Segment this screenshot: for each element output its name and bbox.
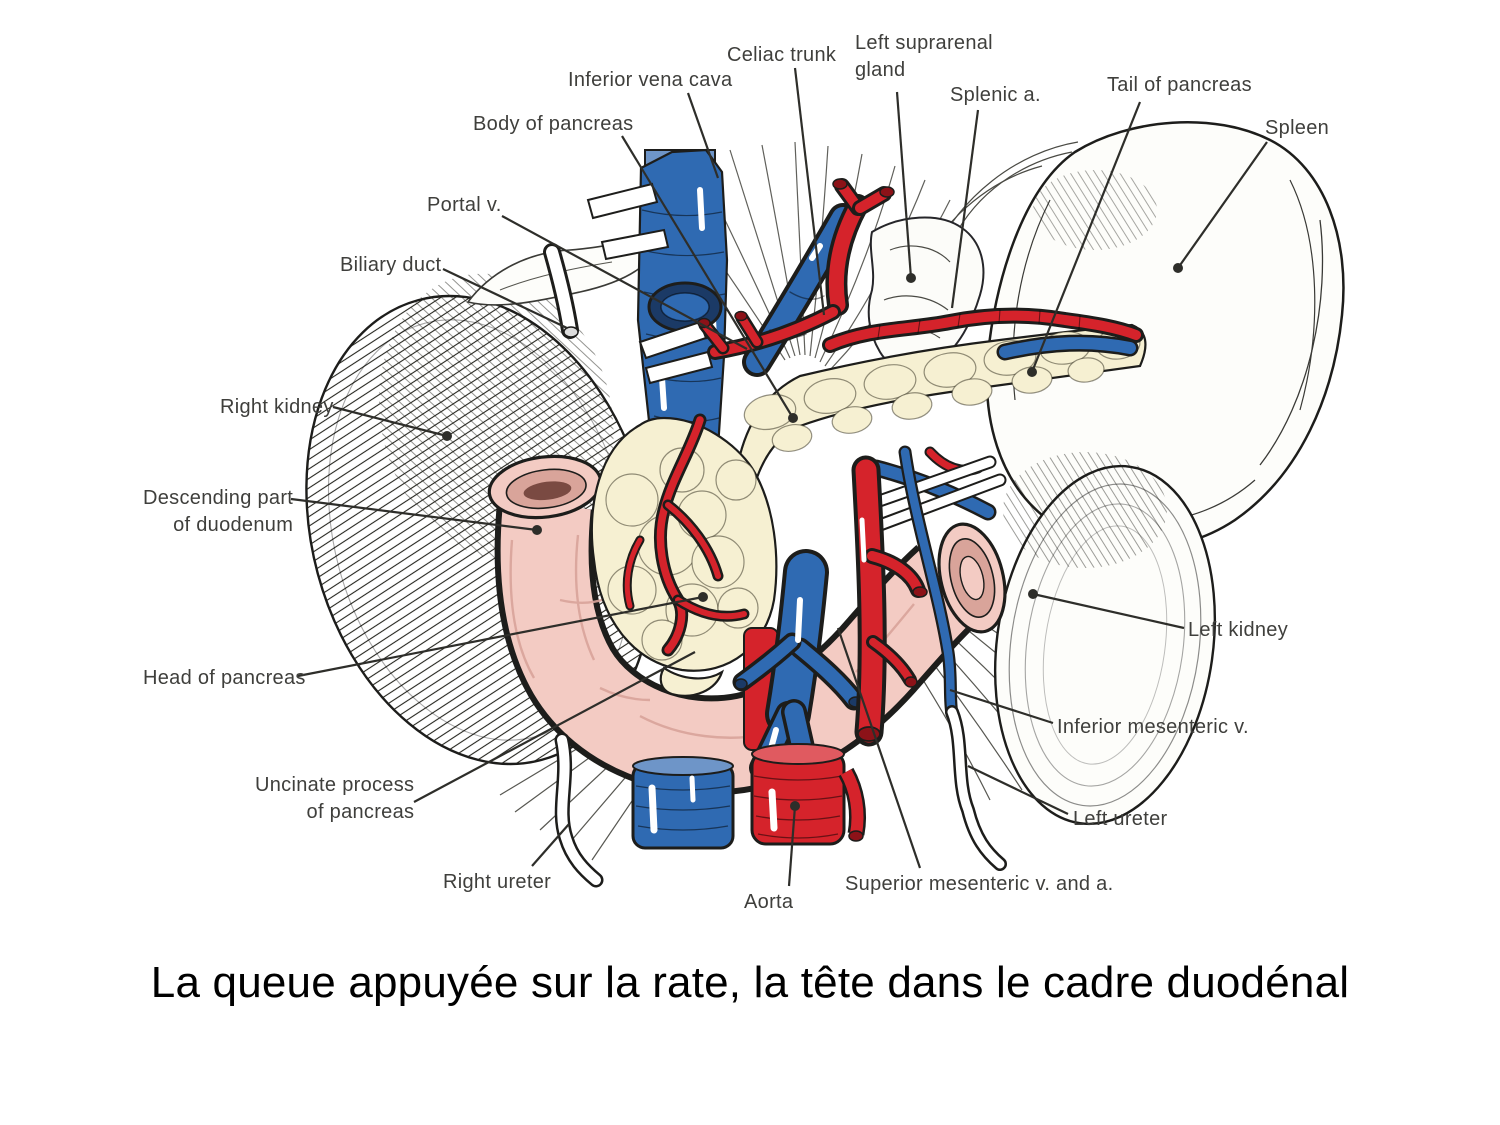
- label-left-kidney: Left kidney: [1188, 617, 1288, 644]
- label-inferior-mesenteric-v: Inferior mesenteric v.: [1057, 714, 1249, 741]
- label-superior-mesenteric-v-and-a-line: Superior mesenteric v. and a.: [845, 873, 1114, 895]
- label-left-suprarenal-gland: Left suprarenal gland: [855, 30, 993, 84]
- caption: La queue appuyée sur la rate, la tête da…: [150, 958, 1350, 1007]
- left-renal-vessels: [868, 452, 1000, 528]
- left-ureter-shape: [952, 712, 1000, 864]
- label-biliary-duct-line: Biliary duct: [340, 254, 442, 276]
- label-inferior-mesenteric-v-line: Inferior mesenteric v.: [1057, 716, 1249, 738]
- label-descending-part-of-duodenum: Descending part of duodenum: [143, 485, 293, 539]
- right-ureter-shape: [562, 740, 596, 880]
- label-left-ureter: Left ureter: [1073, 806, 1167, 833]
- label-right-ureter-line: Right ureter: [443, 871, 552, 893]
- label-head-of-pancreas: Head of pancreas: [143, 665, 306, 692]
- label-aorta-line: Aorta: [744, 891, 794, 913]
- label-aorta: Aorta: [744, 889, 793, 916]
- label-left-suprarenal-gland-line: gland: [855, 59, 906, 81]
- label-descending-part-of-duodenum-line: of duodenum: [173, 514, 294, 536]
- splenic-vein-shape: [1005, 343, 1130, 352]
- label-tail-of-pancreas-line: Tail of pancreas: [1107, 74, 1252, 96]
- celiac-trunk-shape: [833, 179, 895, 305]
- label-head-of-pancreas-line: Head of pancreas: [143, 667, 306, 689]
- label-left-suprarenal-gland-line: Left suprarenal: [855, 32, 993, 54]
- label-body-of-pancreas-line: Body of pancreas: [473, 113, 634, 135]
- label-inferior-vena-cava: Inferior vena cava: [568, 67, 732, 94]
- ivc-lower-shape: [631, 756, 735, 850]
- label-uncinate-process-of-pancreas-line: Uncinate process: [255, 774, 415, 796]
- label-spleen-line: Spleen: [1265, 117, 1330, 139]
- label-celiac-trunk-line: Celiac trunk: [727, 44, 837, 66]
- anatomy-illustration: [305, 0, 1500, 950]
- label-portal-v: Portal v.: [427, 192, 502, 219]
- label-inferior-vena-cava-line: Inferior vena cava: [568, 69, 733, 91]
- label-splenic-a-line: Splenic a.: [950, 84, 1041, 106]
- pancreas-uncinate: [661, 668, 722, 696]
- label-splenic-a: Splenic a.: [950, 82, 1041, 109]
- label-biliary-duct: Biliary duct: [340, 252, 441, 279]
- label-right-kidney: Right kidney: [220, 394, 334, 421]
- label-body-of-pancreas: Body of pancreas: [473, 111, 633, 138]
- label-celiac-trunk: Celiac trunk: [727, 42, 836, 69]
- label-tail-of-pancreas: Tail of pancreas: [1107, 72, 1252, 99]
- label-descending-part-of-duodenum-line: Descending part: [143, 487, 294, 509]
- aorta-lower-shape: [750, 743, 863, 846]
- label-right-kidney-line: Right kidney: [220, 396, 334, 418]
- label-left-ureter-line: Left ureter: [1073, 808, 1168, 830]
- label-left-kidney-line: Left kidney: [1188, 619, 1289, 641]
- label-portal-v-line: Portal v.: [427, 194, 502, 216]
- label-superior-mesenteric-v-and-a: Superior mesenteric v. and a.: [845, 871, 1113, 898]
- label-uncinate-process-of-pancreas-line: of pancreas: [306, 801, 415, 823]
- left-kidney-shape: [993, 452, 1217, 826]
- label-right-ureter: Right ureter: [443, 869, 551, 896]
- label-spleen: Spleen: [1265, 115, 1329, 142]
- label-uncinate-process-of-pancreas: Uncinate process of pancreas: [255, 772, 414, 826]
